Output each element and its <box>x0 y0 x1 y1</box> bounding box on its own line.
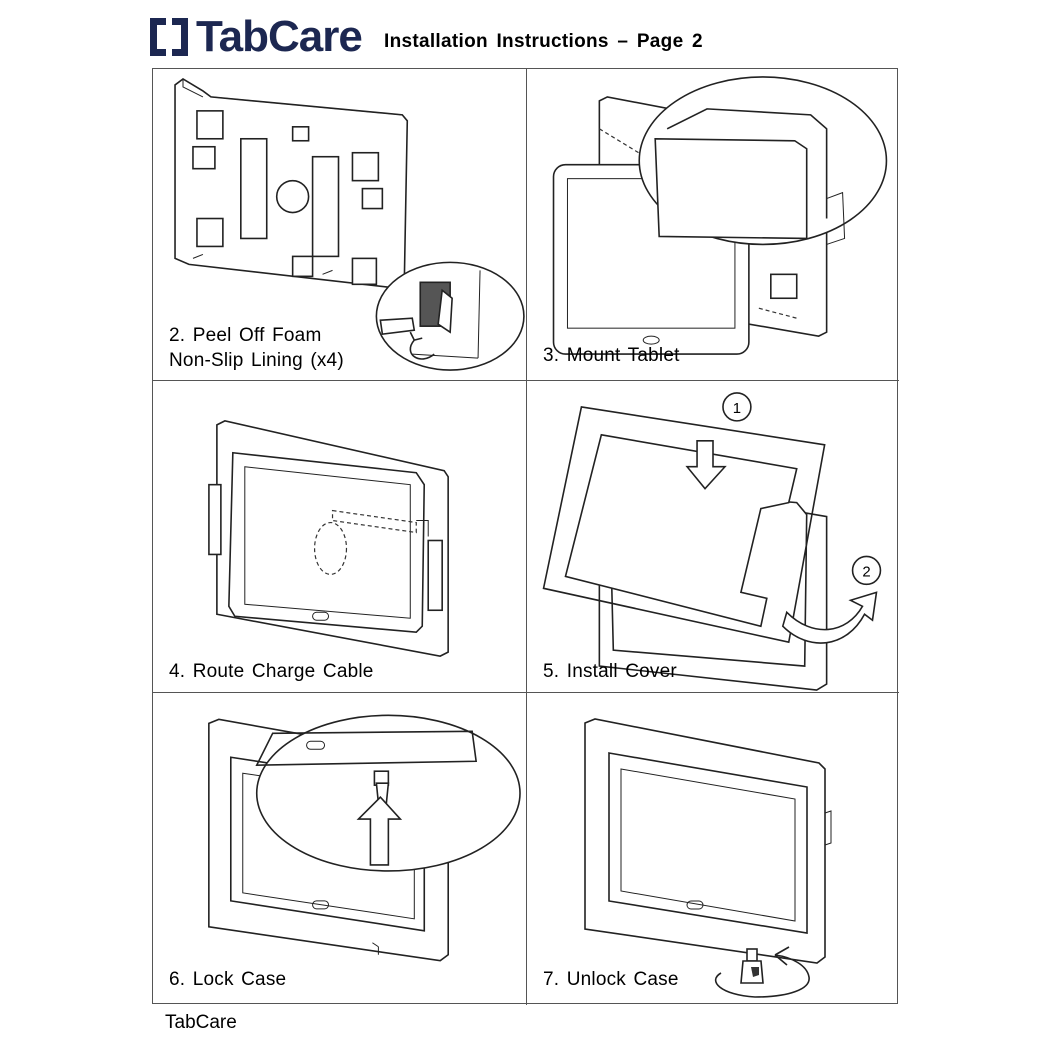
step-caption: 4. Route Charge Cable <box>169 661 374 682</box>
step-marker-2: 2 <box>862 563 870 580</box>
step-mount-tablet: 3. Mount Tablet <box>527 69 899 381</box>
mount-tablet-illustration <box>552 76 888 355</box>
step-lock-case: 6. Lock Case <box>153 693 527 1005</box>
document-title: Installation Instructions – Page 2 <box>384 31 703 52</box>
step-install-cover: 1 2 5. Install Cover <box>527 381 899 693</box>
step-caption: 5. Install Cover <box>543 661 677 682</box>
step-caption-line2: Non-Slip Lining (x4) <box>169 350 344 371</box>
footer-brand: TabCare <box>165 1012 237 1033</box>
marker-circle <box>722 392 752 422</box>
step-marker-1: 1 <box>733 400 741 417</box>
step-caption: 7. Unlock Case <box>543 969 679 990</box>
tabcare-logo-icon <box>150 18 188 56</box>
step-caption: 3. Mount Tablet <box>543 345 680 366</box>
page-header: TabCare Installation Instructions – Page… <box>0 0 1056 68</box>
instruction-grid: 2. Peel Off Foam Non-Slip Lining (x4) 3.… <box>152 68 899 1005</box>
lock-case-illustration <box>208 714 521 962</box>
step-caption: 6. Lock Case <box>169 969 287 990</box>
unlock-case-illustration <box>584 718 832 998</box>
step-caption: 2. Peel Off Foam <box>169 325 322 346</box>
brand-logo: TabCare <box>146 12 363 62</box>
brand-logo-text: TabCare <box>196 12 363 61</box>
mounting-plate-illustration <box>174 78 525 371</box>
step-route-cable: 4. Route Charge Cable <box>153 381 527 693</box>
step-peel-foam: 2. Peel Off Foam Non-Slip Lining (x4) <box>153 69 527 381</box>
step-unlock-case: 7. Unlock Case <box>527 693 899 1005</box>
route-cable-illustration <box>208 420 449 657</box>
install-cover-illustration: 1 2 <box>542 392 882 691</box>
